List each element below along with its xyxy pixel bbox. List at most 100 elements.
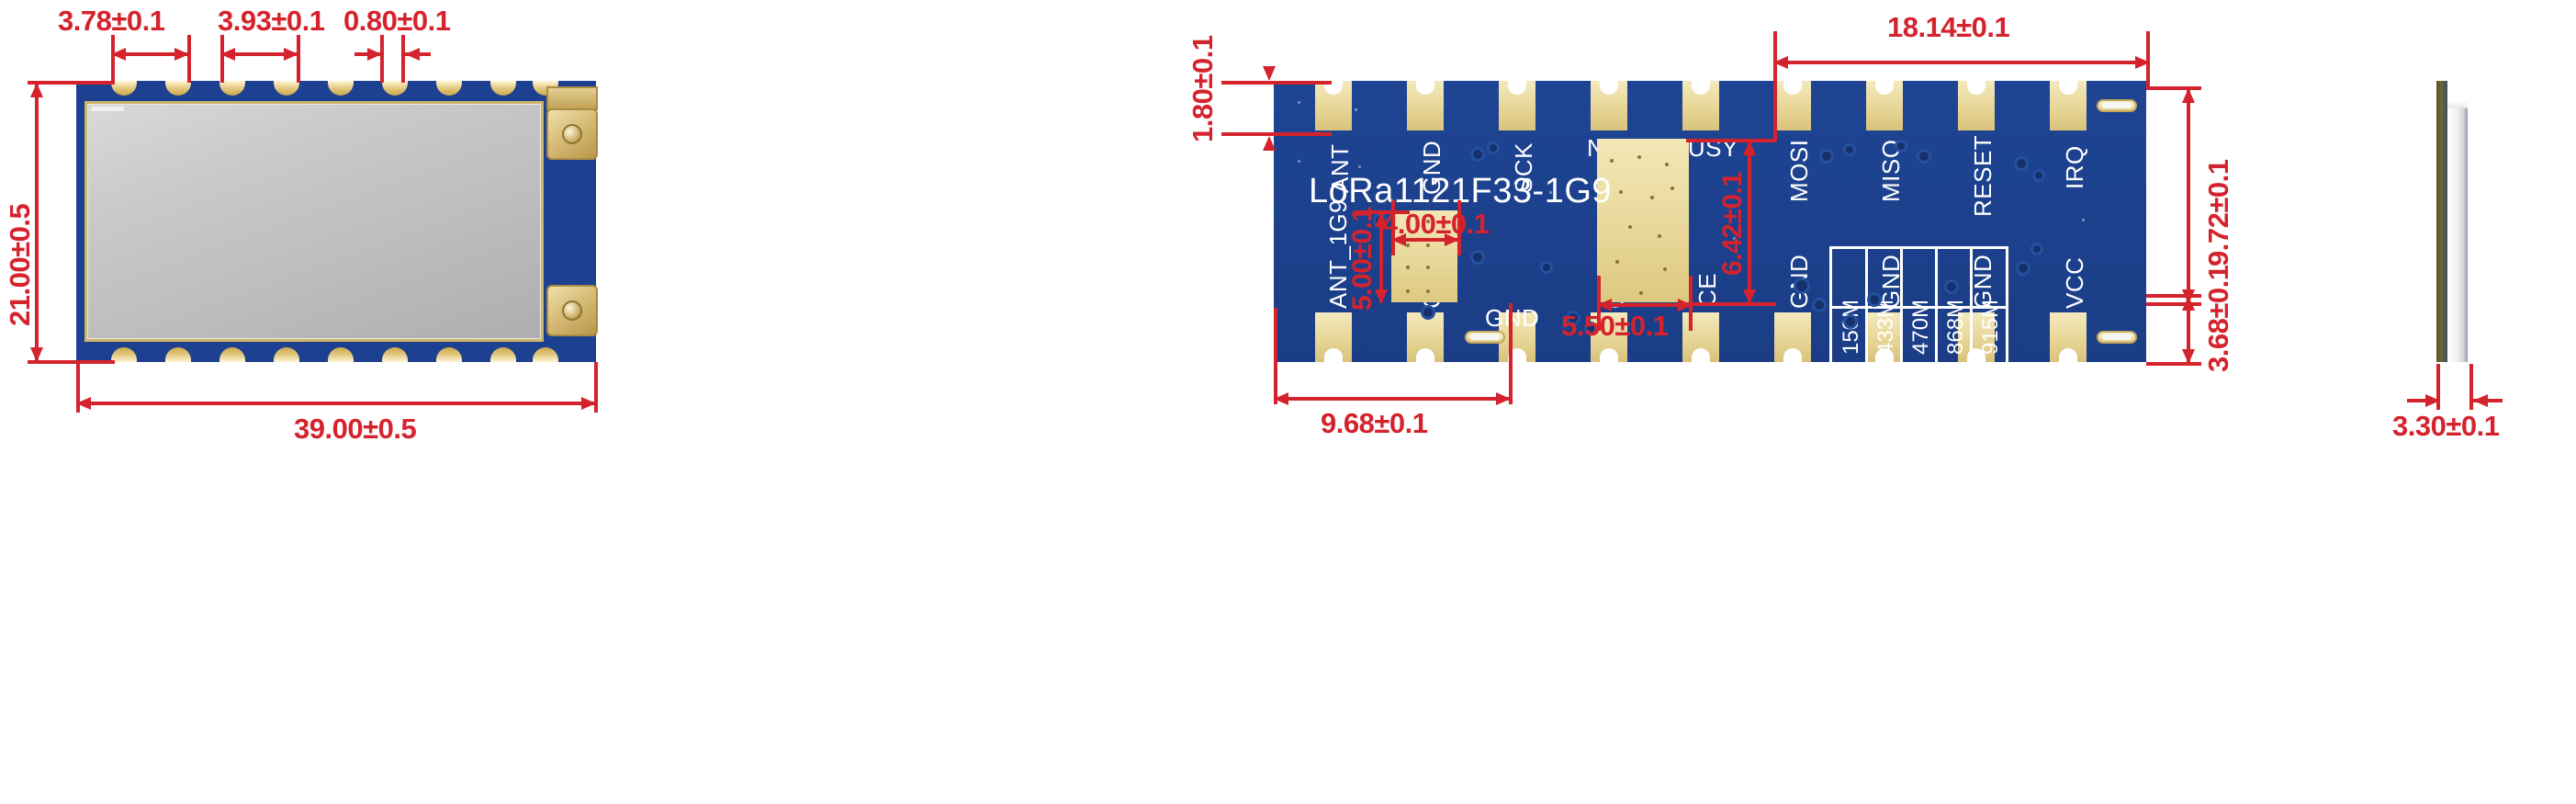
side-shield-edge — [2447, 101, 2468, 362]
extension-line — [1221, 81, 1332, 85]
top-shield-view — [76, 81, 598, 362]
extension-line — [28, 360, 115, 364]
extension-line — [187, 35, 191, 83]
arrowhead — [1445, 233, 1459, 246]
dimension-line — [76, 402, 596, 405]
arrowhead — [1375, 289, 1388, 304]
arrowhead — [2473, 394, 2488, 407]
via — [2032, 169, 2045, 182]
pin-pad-reset — [1958, 80, 1995, 130]
via — [1566, 311, 1580, 325]
dimension-label-bottom-offset: 3.68±0.1 — [2202, 265, 2234, 372]
pin-pad-vcc — [2050, 312, 2087, 363]
pin-pad-busy — [1682, 80, 1719, 130]
arrowhead — [111, 48, 126, 61]
pin-label-reset: RESET — [1969, 134, 1997, 217]
pin-pad-gnd — [1407, 312, 1444, 363]
arrowhead — [2182, 349, 2195, 364]
pin-pad-gnd — [1591, 312, 1627, 363]
extension-line — [1509, 303, 1513, 404]
arrowhead — [30, 83, 43, 97]
via — [1470, 250, 1485, 265]
pin-pad-ant-1g9 — [1315, 312, 1352, 363]
pin-pad-mosi — [1774, 80, 1811, 130]
castellation-pad — [219, 81, 245, 96]
gnd-gold-pad — [1391, 210, 1457, 302]
extension-line — [1773, 86, 1777, 142]
via — [1487, 142, 1500, 154]
pin-pad-gnd — [1407, 80, 1444, 130]
arrowhead — [2182, 296, 2195, 311]
dimension-label-thickness: 3.30±0.1 — [2392, 410, 2500, 442]
extension-line — [2146, 86, 2201, 90]
test-pad — [2097, 99, 2137, 112]
dimension-line — [1379, 210, 1383, 302]
castellation-pad — [165, 81, 191, 96]
dimension-label-right-edge-height: 9.72±0.1 — [2202, 159, 2234, 266]
dimension-label-rf-pad-offset-x: 18.14±0.1 — [1887, 11, 2010, 43]
arrowhead — [581, 397, 596, 410]
castellation-pad — [274, 81, 299, 96]
castellation-pad — [533, 347, 558, 362]
extension-line — [2146, 294, 2201, 298]
via — [2030, 243, 2043, 255]
pin-label-vcc: VCC — [2061, 256, 2088, 309]
castellation-pad — [111, 81, 137, 96]
arrowhead — [284, 48, 298, 61]
pin-pad-irq — [2050, 80, 2087, 130]
dimension-line — [111, 52, 189, 56]
dimension-line — [1597, 303, 1691, 307]
castellation-pad — [436, 81, 462, 96]
pin-pad-nss — [1591, 80, 1627, 130]
via — [1843, 143, 1856, 156]
arrowhead — [1263, 66, 1276, 81]
castellation-pad — [490, 81, 516, 96]
extension-line — [380, 35, 384, 83]
pin-pad-gnd — [1866, 312, 1903, 363]
castellation-pad — [382, 81, 408, 96]
pin-label-irq: IRQ — [2061, 145, 2088, 189]
arrowhead — [30, 347, 43, 362]
castellation-pad — [165, 347, 191, 362]
rf-gold-pad — [1597, 139, 1689, 302]
dimension-label-edge-inset-top: 1.80±0.1 — [1187, 35, 1219, 142]
frequency-option-433m: 433M — [1873, 299, 1898, 355]
extension-line — [401, 35, 405, 83]
castellation-pad — [328, 81, 354, 96]
pin-pad-ce — [1682, 312, 1719, 363]
dimension-label-rf-pad-height: 6.42±0.1 — [1717, 172, 1748, 276]
dimension-label-pad-gap: 0.80±0.1 — [343, 5, 451, 37]
extension-line — [1457, 200, 1461, 255]
castellation-pad — [274, 347, 299, 362]
via — [1812, 298, 1827, 312]
arrowhead — [1496, 392, 1511, 405]
via — [1917, 149, 1931, 164]
dimension-line — [2407, 399, 2440, 402]
castellation-pad — [111, 347, 137, 362]
dimension-line — [2187, 294, 2190, 362]
castellation-pad — [490, 347, 516, 362]
pin-pad-sck — [1499, 80, 1535, 130]
via — [1819, 149, 1834, 164]
extension-line — [2436, 364, 2440, 410]
side-pcb-edge — [2436, 81, 2447, 362]
dimension-label-board-height: 21.00±0.5 — [4, 203, 36, 326]
bottom-pcb-view: ANT GND SCK NSS BUSY MOSI MISO RESET IRQ… — [1274, 80, 2146, 366]
via — [1843, 314, 1858, 329]
pin-pad-ant — [1315, 80, 1352, 130]
extension-line — [76, 362, 80, 413]
dimension-line — [35, 81, 39, 362]
extension-line — [28, 81, 115, 85]
frequency-option-915m: 915M — [1978, 299, 2003, 355]
castellation-pad — [328, 347, 354, 362]
ufl-connector-bottom — [546, 285, 598, 336]
arrowhead — [405, 48, 420, 61]
via — [1584, 322, 1597, 334]
extension-line — [594, 362, 598, 413]
castellation-pad — [382, 347, 408, 362]
via — [1540, 261, 1553, 274]
arrowhead — [2182, 88, 2195, 103]
dimension-label-pad-pitch: 3.93±0.1 — [218, 5, 325, 37]
arrowhead — [1743, 141, 1756, 155]
